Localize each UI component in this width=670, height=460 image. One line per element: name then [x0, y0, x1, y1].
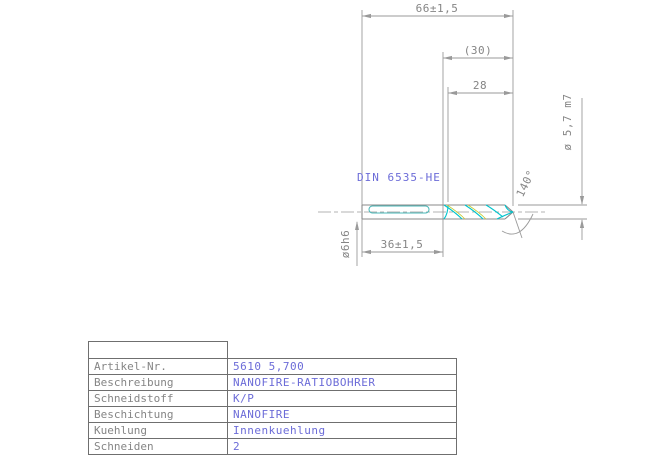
spec-label-kuehlung: Kuehlung: [88, 422, 228, 439]
drill-outline: [361, 204, 514, 220]
dim-point-angle: 140°: [514, 168, 538, 199]
dim-total-length: 66±1,5: [416, 2, 459, 15]
dim-shank-length: 36±1,5: [381, 238, 424, 251]
dim-drill-diameter: ø 5,7 m7: [561, 94, 574, 151]
dimension-arrows: [355, 13, 585, 255]
spec-table: Artikel-Nr. 5610 5,700 Beschreibung NANO…: [88, 358, 457, 455]
spec-value-schneidstoff: K/P: [227, 390, 457, 407]
table-row: Kuehlung Innenkuehlung: [88, 422, 457, 439]
table-row: Schneiden 2: [88, 438, 457, 455]
table-row: Beschreibung NANOFIRE-RATIOBOHRER: [88, 374, 457, 391]
dim-ref-length: (30): [464, 44, 493, 57]
table-row: Schneidstoff K/P: [88, 390, 457, 407]
table-row: Beschichtung NANOFIRE: [88, 406, 457, 423]
spec-value-beschichtung: NANOFIRE: [227, 406, 457, 423]
spec-value-kuehlung: Innenkuehlung: [227, 422, 457, 439]
dimension-lines: [356, 10, 587, 266]
spec-value-beschreibung: NANOFIRE-RATIOBOHRER: [227, 374, 457, 391]
spec-label-beschichtung: Beschichtung: [88, 406, 228, 423]
spec-label-schneidstoff: Schneidstoff: [88, 390, 228, 407]
spec-value-schneiden: 2: [227, 438, 457, 455]
spec-value-artikel-nr: 5610 5,700: [227, 358, 457, 375]
dim-usable-length: 28: [473, 79, 487, 92]
spec-label-schneiden: Schneiden: [88, 438, 228, 455]
flute-highlight-curves: [446, 204, 487, 220]
shank-standard-label: DIN 6535-HE: [357, 171, 441, 184]
spec-label-beschreibung: Beschreibung: [88, 374, 228, 391]
spec-table-header-cell: [88, 341, 228, 358]
flute-curves: [443, 204, 514, 220]
table-row: Artikel-Nr. 5610 5,700: [88, 358, 457, 375]
technical-drawing: 66±1,5 (30) 28 36±1,5 ø6h6 ø 5,7 m7 140°…: [318, 2, 587, 266]
spec-label-artikel-nr: Artikel-Nr.: [88, 358, 228, 375]
shank-clamping-flat: [368, 205, 430, 214]
dim-shank-diameter: ø6h6: [339, 230, 352, 259]
